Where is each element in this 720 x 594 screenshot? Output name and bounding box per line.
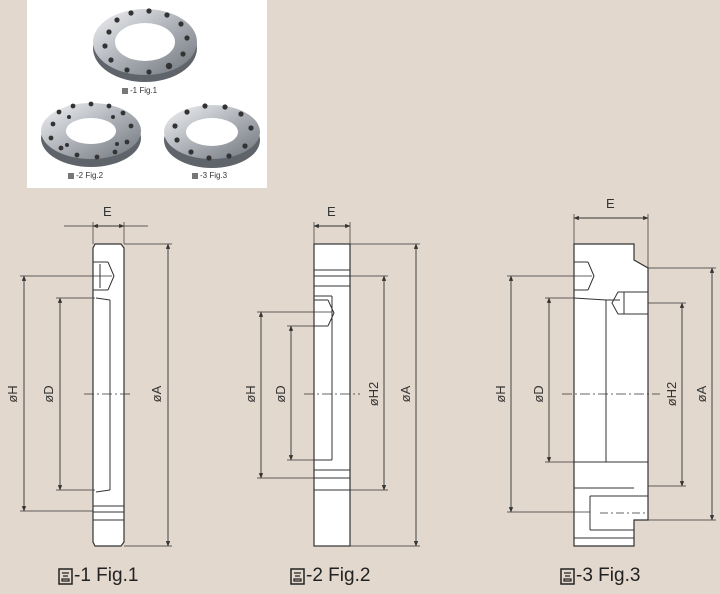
figure-glyph-icon — [290, 567, 305, 585]
figure-glyph-icon — [58, 567, 73, 585]
photo-caption-3: -3 Fig.3 — [192, 171, 227, 180]
photo-panel — [27, 0, 267, 188]
fig2-label-A: øA — [398, 385, 413, 402]
fig1-label-H: øH — [5, 385, 20, 402]
fig1-caption: -1 Fig.1 — [58, 565, 138, 587]
fig3-label-H2: øH2 — [664, 382, 679, 407]
fig3-drawing: E øH øD øH2 øA — [493, 196, 716, 547]
fig2-label-E: E — [327, 204, 336, 219]
flange-photo-3 — [164, 103, 260, 168]
photo-caption-2: -2 Fig.2 — [68, 171, 103, 180]
flange-photo-1 — [93, 8, 197, 82]
fig2-label-H2: øH2 — [366, 382, 381, 407]
fig2-label-H: øH — [243, 385, 258, 402]
figure-glyph-icon — [560, 567, 575, 585]
fig3-part-outline — [573, 243, 649, 547]
fig1-label-E: E — [103, 204, 112, 219]
fig1-label-D: øD — [41, 385, 56, 402]
figure-glyph-icon — [68, 172, 74, 179]
fig2-drawing: E øH øD øH2 øA — [243, 204, 420, 547]
fig3-label-E: E — [606, 196, 615, 211]
figure-glyph-icon — [192, 172, 198, 179]
fig1-drawing: E øH øD øA — [5, 204, 172, 547]
fig1-part-outline — [92, 243, 125, 547]
fig2-caption: -2 Fig.2 — [290, 565, 370, 587]
fig2-label-D: øD — [273, 385, 288, 402]
fig1-label-A: øA — [149, 385, 164, 402]
fig3-label-H: øH — [493, 385, 508, 402]
photo-caption-1: -1 Fig.1 — [122, 86, 157, 95]
flange-photo-2 — [41, 101, 141, 167]
fig3-label-A: øA — [694, 385, 709, 402]
fig3-caption: -3 Fig.3 — [560, 565, 640, 587]
figure-glyph-icon — [122, 87, 128, 94]
fig3-label-D: øD — [531, 385, 546, 402]
product-photos — [41, 8, 260, 168]
